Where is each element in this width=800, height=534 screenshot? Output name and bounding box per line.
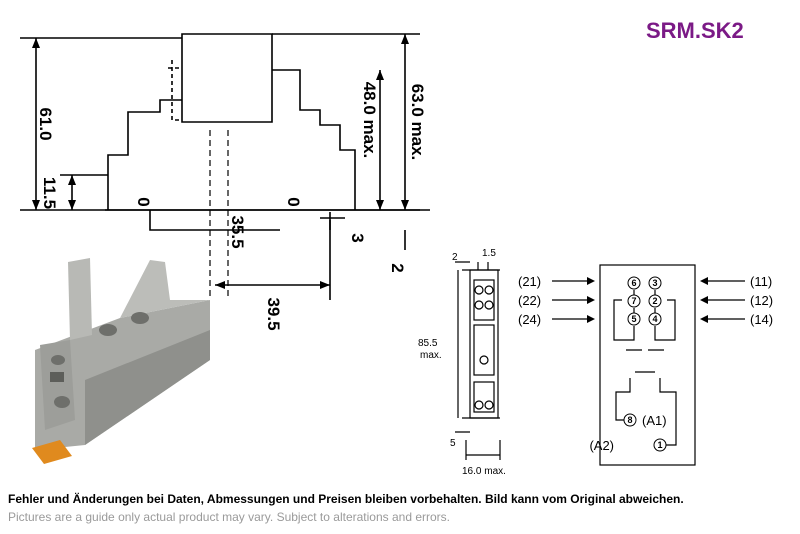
coil-a2-label: (A2) <box>589 438 614 453</box>
disclaimer-german: Fehler und Änderungen bei Daten, Abmessu… <box>8 492 684 506</box>
pin-4: 4 <box>652 314 657 324</box>
dim-relay-height: 48.0 max. <box>360 82 379 159</box>
dim-rail-offset: 3 <box>348 233 367 242</box>
pin-7: 7 <box>631 296 636 306</box>
dim-top-left: 2 <box>452 252 458 263</box>
terminal-24: (24) <box>518 312 541 327</box>
wiring-diagram <box>552 264 745 466</box>
disclaimer-english: Pictures are a guide only actual product… <box>8 510 451 524</box>
pin-6: 6 <box>631 278 636 288</box>
terminal-21: (21) <box>518 274 541 289</box>
dim-height-total: 61.0 <box>36 107 55 140</box>
dim-top-height: 85.5 <box>418 338 438 349</box>
socket-product-image <box>32 258 210 464</box>
side-view <box>20 33 430 300</box>
dim-outer-width: 39.5 <box>264 297 283 330</box>
pin-grid: 6 3 7 2 5 4 8 1 <box>623 276 667 452</box>
relay-outline <box>181 33 273 123</box>
pin-2: 2 <box>652 296 657 306</box>
dim-top-small: 1.5 <box>482 248 496 259</box>
dim-line-39-5 <box>215 220 331 300</box>
side-view-arrows <box>32 34 409 289</box>
dim-bottom-left: 5 <box>450 438 456 449</box>
coil-a1-label: (A1) <box>642 413 667 428</box>
dim-line-16 <box>465 440 501 460</box>
product-code: SRM.SK2 <box>646 18 744 43</box>
terminal-14: (14) <box>750 312 773 327</box>
dim-inner-width: 35.5 <box>228 215 247 248</box>
terminal-11: (11) <box>750 274 772 289</box>
dim-line-3 <box>320 212 345 230</box>
dim-top-height-suffix: max. <box>420 350 442 361</box>
dim-zero-right: 0 <box>284 197 303 206</box>
pin-3: 3 <box>652 278 657 288</box>
top-view <box>455 261 501 460</box>
pin-1: 1 <box>657 440 662 450</box>
pin-8: 8 <box>627 415 632 425</box>
dim-overall-height: 63.0 max. <box>408 84 427 161</box>
dim-line-35-5 <box>149 210 280 231</box>
terminal-22: (22) <box>518 293 541 308</box>
dim-zero-left: 0 <box>134 197 153 206</box>
socket-profile <box>107 69 356 210</box>
terminal-12: (12) <box>750 293 773 308</box>
centre-lines <box>209 130 229 300</box>
wiring-arrows <box>587 277 708 323</box>
dim-height-base: 11.5 <box>40 177 59 209</box>
dim-bottom-offset: 2 <box>388 263 407 272</box>
dim-top-width: 16.0 max. <box>462 466 506 477</box>
pin-5: 5 <box>631 314 636 324</box>
relay-latch <box>168 60 182 121</box>
wiring-frame <box>599 264 696 466</box>
